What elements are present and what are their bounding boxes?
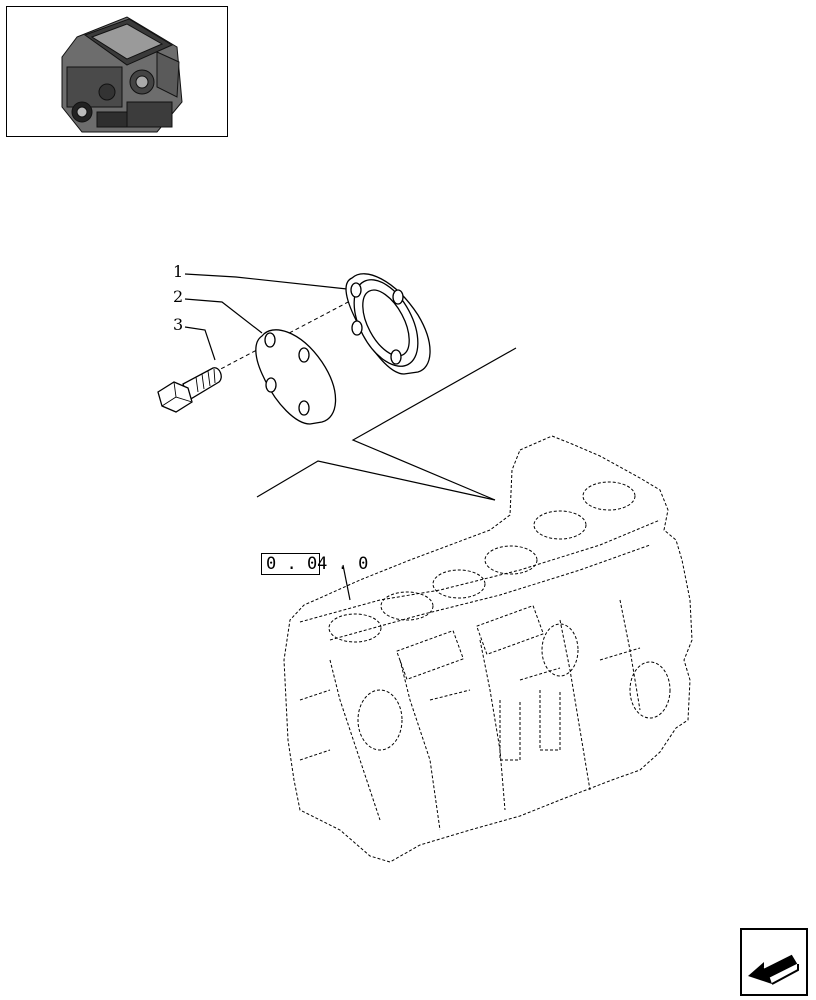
previous-page-arrow-icon bbox=[748, 953, 799, 985]
reference-code-box bbox=[261, 553, 320, 575]
callout-1-number: 1 bbox=[173, 262, 183, 281]
leader-line-1 bbox=[184, 273, 348, 290]
callout-2-number: 2 bbox=[173, 287, 183, 306]
engine-thumbnail-icon bbox=[61, 16, 183, 133]
location-pointer-lines bbox=[256, 347, 517, 501]
leader-line-3 bbox=[184, 326, 216, 361]
reference-leader-line bbox=[342, 564, 351, 601]
engine-block-outline bbox=[283, 435, 693, 863]
cover-plate bbox=[255, 329, 337, 425]
engine-thumbnail bbox=[6, 6, 228, 137]
gasket-plate bbox=[345, 273, 431, 375]
reference-code-label: 0 . 04 . 0 bbox=[266, 554, 369, 574]
leader-lines bbox=[184, 273, 348, 361]
hex-bolt bbox=[157, 367, 222, 413]
leader-line-2 bbox=[184, 298, 263, 334]
previous-page-button[interactable] bbox=[740, 928, 808, 996]
callout-3-number: 3 bbox=[173, 315, 183, 334]
